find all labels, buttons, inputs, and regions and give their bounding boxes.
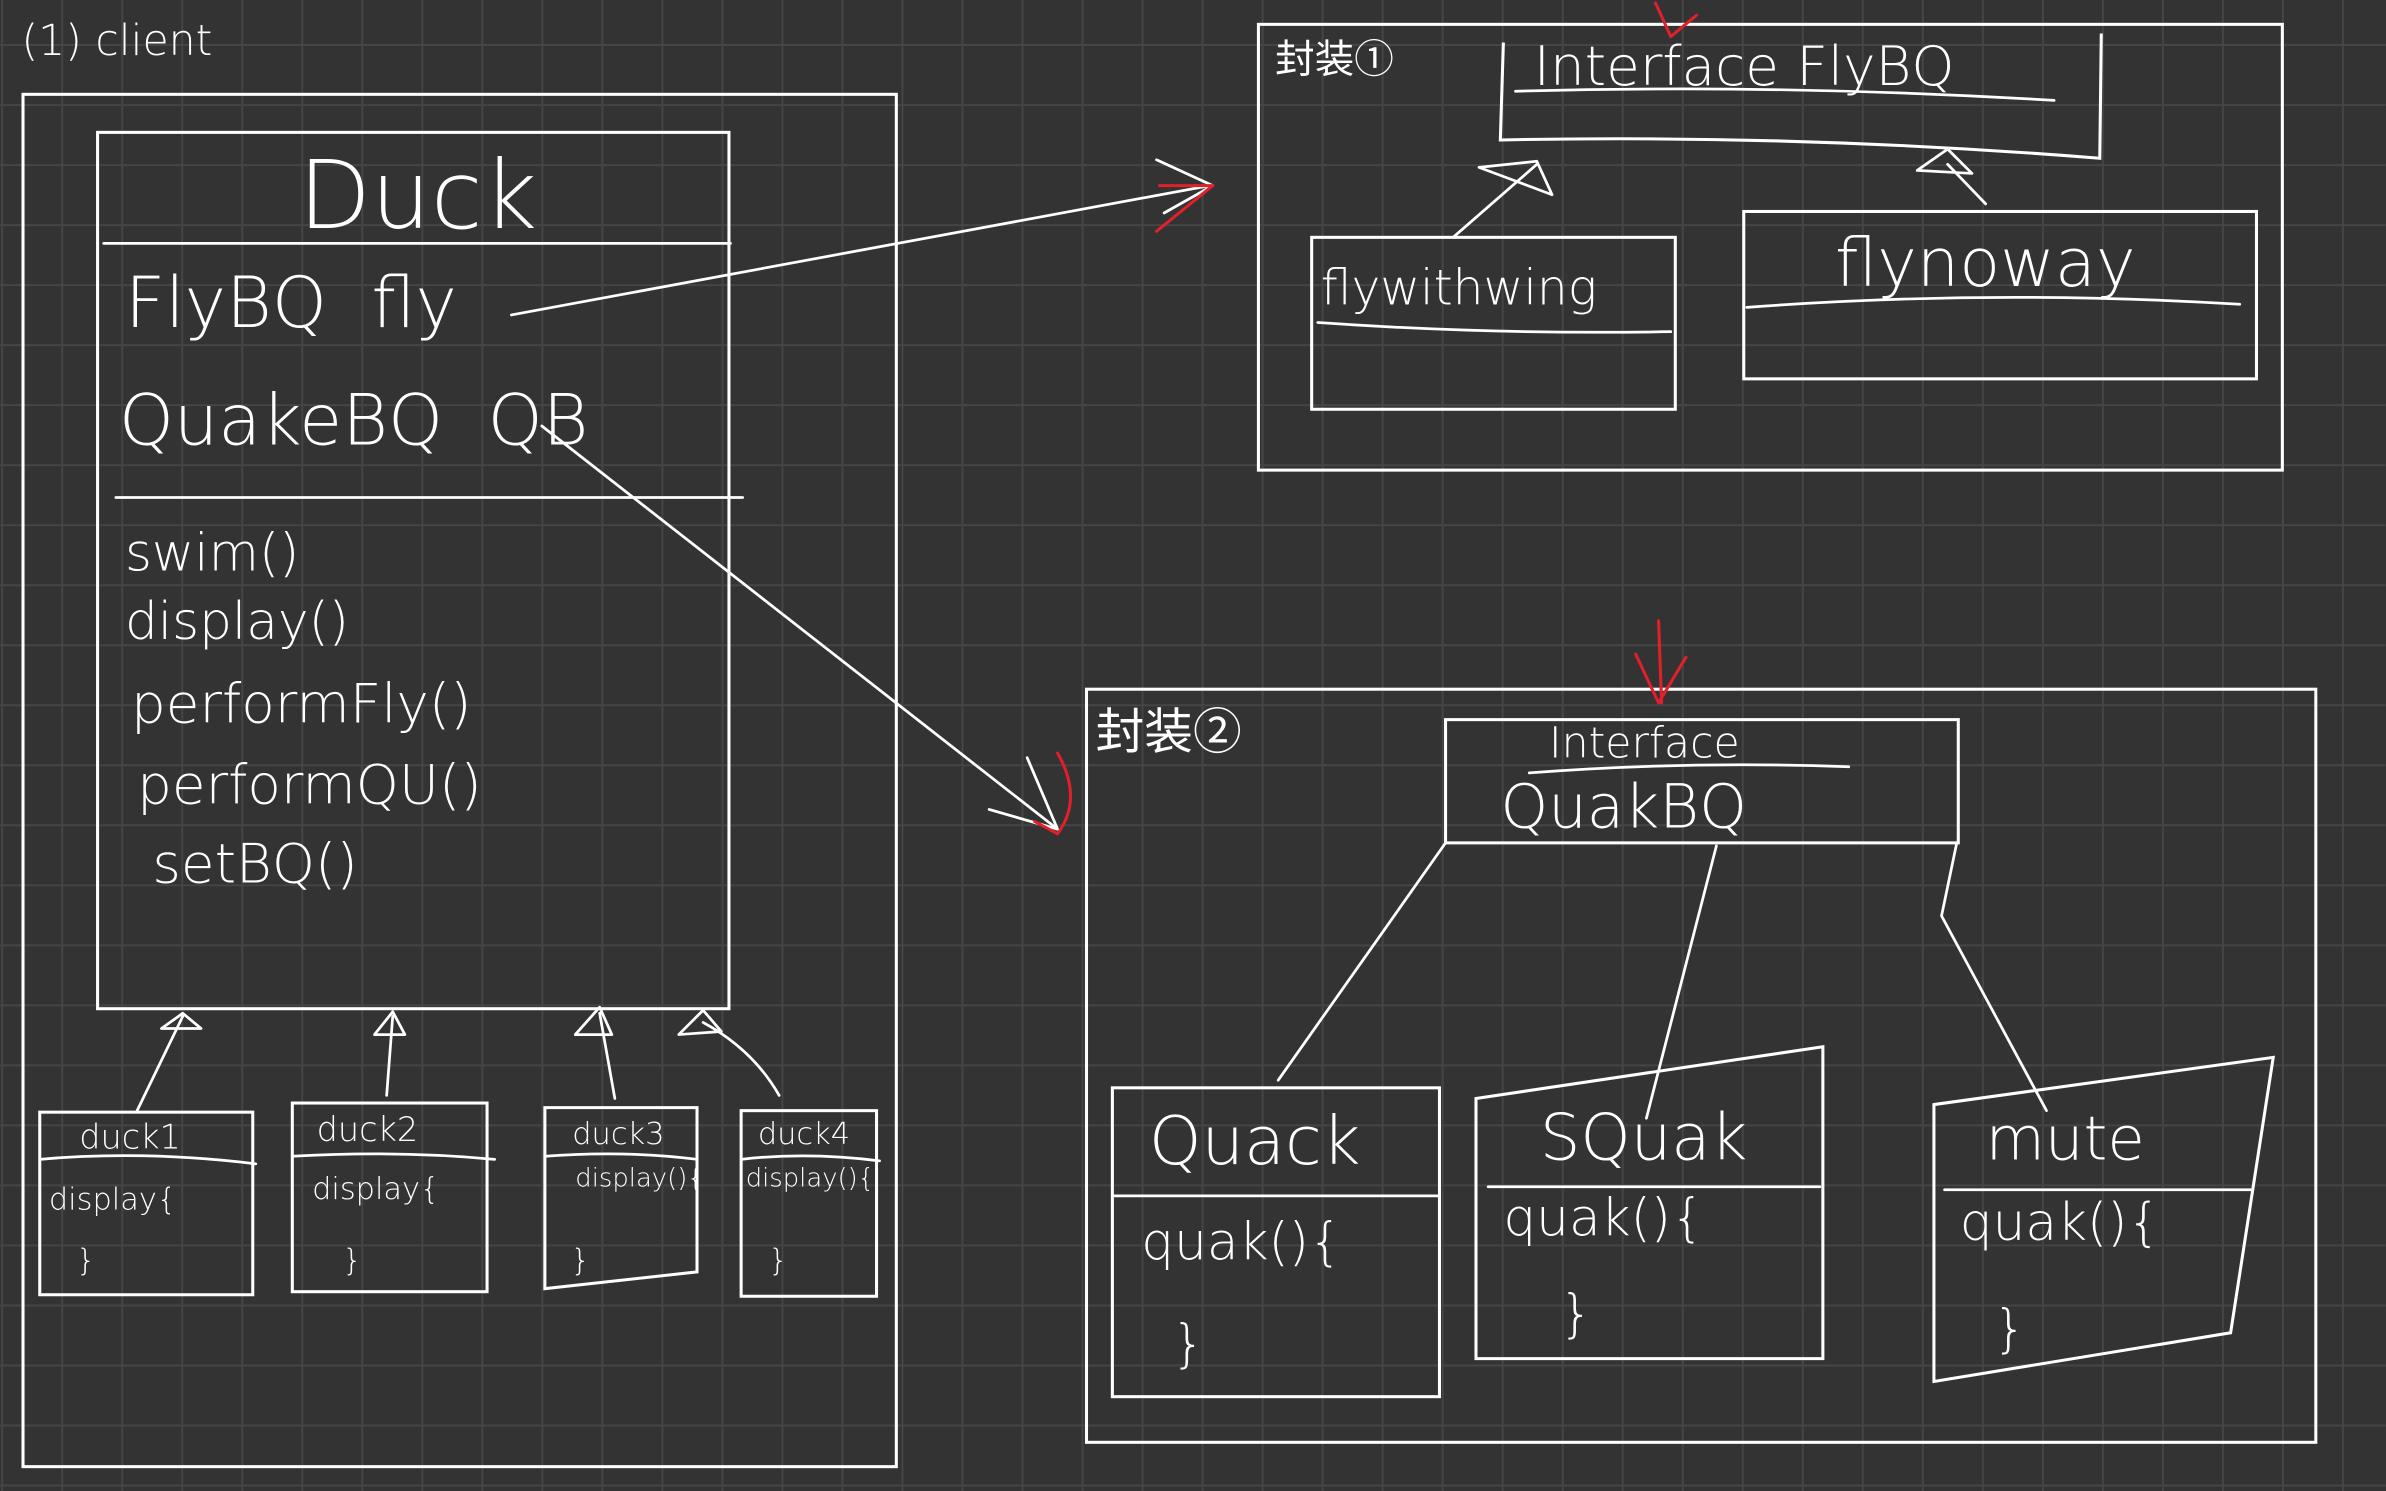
quack-interface-name: QuakBQ — [1500, 773, 1747, 843]
diagram-stroke — [1276, 841, 1447, 1082]
diagram-text: display{ — [49, 1183, 176, 1218]
duck-method: setBQ() — [152, 831, 357, 895]
diagram-stroke — [1033, 751, 1073, 836]
quack-impl-name: Quack — [1149, 1102, 1361, 1180]
canvas-title: (1) client — [21, 16, 212, 66]
quack-impl-method: quak(){ — [1141, 1213, 1342, 1273]
diagram-stroke — [1527, 763, 1851, 775]
diagram-stroke — [1316, 321, 1673, 334]
diagram-stroke — [543, 1106, 699, 1291]
duck-method: performQU() — [137, 752, 482, 816]
diagram-stroke — [739, 1154, 881, 1163]
diagram-text: display(){ — [746, 1164, 874, 1194]
fly-impl-2: flynoway — [1835, 224, 2136, 302]
diagram-stroke — [96, 130, 731, 1011]
encapsulation-2-label: 封装② — [1096, 705, 1242, 761]
encapsulation-1-frame: 封装① Interface FlyBQ flywithwing flynoway — [1256, 1, 2284, 472]
duck-class-box: Duck FlyBQ fly QuakeBQ QB swim() display… — [96, 130, 745, 1011]
fly-interface-name: Interface FlyBQ — [1534, 34, 1955, 98]
diagram-stroke — [290, 1152, 497, 1161]
mute-impl-method: quak(){ — [1960, 1193, 2161, 1253]
duck-method: performFly() — [131, 672, 472, 736]
encapsulation-1-label: 封装① — [1275, 37, 1394, 83]
diagram-stroke — [373, 1010, 407, 1097]
diagram-text: duck4 — [758, 1117, 850, 1152]
diagram-stroke — [573, 1005, 617, 1100]
diagram-stroke — [290, 1101, 489, 1294]
quack-impl-close: } — [1172, 1315, 1205, 1375]
diagram-text: } — [76, 1243, 95, 1278]
duck-class-name: Duck — [298, 141, 537, 251]
diagram-text: display{ — [312, 1172, 439, 1207]
duck3-class: duck3 display(){ } — [543, 1005, 704, 1291]
diagram-text: display(){ — [575, 1164, 703, 1194]
duck-method: display() — [125, 592, 349, 652]
diagram-text: } — [343, 1243, 362, 1278]
diagram-stroke — [1742, 209, 2258, 381]
diagram-text: } — [769, 1243, 788, 1278]
diagram-stroke — [1256, 22, 2284, 472]
squak-impl-name: SQuak — [1540, 1101, 1748, 1175]
duck4-class: duck4 display(){ } — [677, 1008, 881, 1298]
diagram-stroke — [1514, 87, 2056, 102]
diagram-stroke — [540, 424, 1059, 831]
diagram-text: duck3 — [572, 1117, 664, 1152]
diagram-stroke — [1940, 841, 2048, 1113]
diagram-stroke — [1474, 1044, 1825, 1361]
quack-interface-keyword: Interface — [1549, 719, 1740, 769]
client-frame — [21, 92, 898, 1469]
diagram-text: duck1 — [79, 1118, 181, 1157]
quack-association-arrow — [540, 424, 1073, 836]
mute-impl-name: mute — [1986, 1104, 2145, 1174]
diagram-stroke — [1653, 1, 1699, 39]
diagram-stroke — [1932, 1055, 2276, 1384]
diagram-stroke — [1154, 184, 1215, 233]
diagram-stroke — [1110, 1086, 1441, 1399]
duck1-class: duck1 display{ } — [38, 1011, 258, 1297]
diagram-text: } — [571, 1243, 590, 1278]
diagram-stroke — [1634, 619, 1688, 705]
diagram-stroke — [38, 1110, 255, 1297]
diagram-stroke — [1498, 33, 2103, 160]
diagram-stroke — [38, 1154, 258, 1166]
diagram-stroke — [1310, 235, 1677, 411]
diagram-text: duck2 — [317, 1110, 419, 1149]
diagram-stroke — [1645, 844, 1718, 1120]
duck2-class: duck2 display{ } — [290, 1010, 497, 1294]
diagram-stroke — [1451, 159, 1554, 239]
diagram-stroke — [1084, 687, 2318, 1444]
diagram-stroke — [1444, 718, 1960, 845]
diagram-stroke — [677, 1008, 781, 1097]
mute-impl-close: } — [1993, 1299, 2026, 1359]
diagram-stroke — [510, 158, 1215, 317]
duck-method: swim() — [125, 524, 299, 584]
encapsulation-2-frame: 封装② Interface QuakBQ Quack quak(){ } SQu… — [1084, 619, 2318, 1444]
diagram-stroke — [1745, 296, 2242, 309]
duck-field-fly: FlyBQ fly — [125, 262, 457, 344]
fly-impl-1: flywithwing — [1321, 260, 1597, 316]
duck-field-quack: QuakeBQ QB — [119, 379, 589, 461]
squak-impl-method: quak(){ — [1503, 1188, 1704, 1248]
diagram-stroke — [739, 1109, 879, 1298]
squak-impl-close: } — [1560, 1284, 1593, 1344]
diagram-stroke — [1915, 147, 1988, 206]
diagram-stroke — [543, 1152, 699, 1161]
fly-association-arrow — [510, 158, 1215, 317]
diagram-stroke — [135, 1011, 203, 1113]
